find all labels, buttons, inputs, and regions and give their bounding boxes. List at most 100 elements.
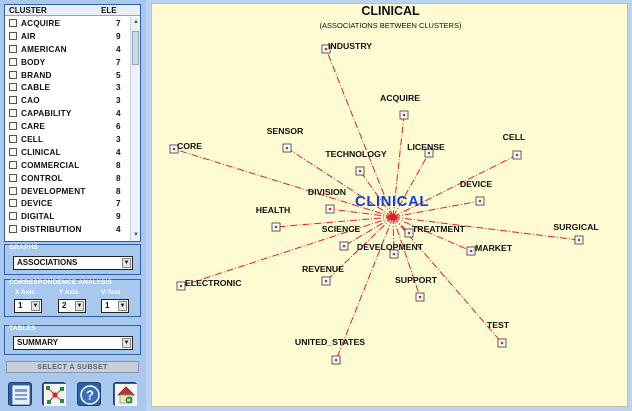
cluster-checkbox[interactable] [9,122,17,131]
node-label[interactable]: INDUSTRY [328,41,372,51]
node-label[interactable]: TREATMENT [412,224,466,234]
node-label[interactable]: REVENUE [302,264,344,274]
chevron-down-icon[interactable]: ▼ [31,301,40,311]
node-label[interactable]: SENSOR [267,126,304,136]
cluster-list-scrollbar[interactable]: ▲ ▼ [130,17,140,241]
cluster-checkbox[interactable] [9,199,17,208]
chevron-down-icon[interactable]: ▼ [75,301,84,311]
v-test-select[interactable]: 1 ▼ [101,299,129,313]
node-point [274,225,278,229]
association-graph: INDUSTRY ACQUIRE SENSOR LICENSE TECHNOLOGY CE… [169,41,599,365]
x-axis-select[interactable]: 1 ▼ [14,299,42,313]
graph-title: CLINICAL [361,4,420,18]
cluster-checkbox[interactable] [9,225,17,234]
node-label[interactable]: HEALTH [256,205,291,215]
node-label[interactable]: TEST [487,320,510,330]
cluster-checkbox[interactable] [9,70,17,79]
graphs-selected-value: ASSOCIATIONS [17,258,78,267]
cluster-checkbox[interactable] [9,57,17,66]
cluster-name: AIR [21,31,36,41]
node-label[interactable]: UNITED_STATES [295,337,365,347]
chevron-down-icon[interactable]: ▼ [122,338,131,348]
tables-group-title: TABLES [9,325,36,332]
scroll-up-arrow-icon[interactable]: ▲ [133,19,139,25]
svg-text:?: ? [86,388,94,403]
y-axis-select[interactable]: 2 ▼ [58,299,86,313]
cluster-name: CLINICAL [21,147,61,157]
save-document-button[interactable] [8,382,32,406]
cluster-checkbox[interactable] [9,83,17,92]
help-button[interactable]: ? [77,382,101,406]
graphs-select[interactable]: ASSOCIATIONS ▼ [13,256,133,270]
tables-select[interactable]: SUMMARY ▼ [13,336,133,350]
association-edge [392,152,430,218]
graph-panel: CLINICAL (ASSOCIATIONS BETWEEN CLUSTERS)… [151,3,628,407]
y-axis-label: Y Axis [59,289,79,296]
select-subset-button[interactable]: SELECT A SUBSET [6,361,139,373]
node-point [418,295,422,299]
cluster-element-count: 4 [116,44,121,54]
cluster-element-count: 4 [116,225,121,235]
node-label[interactable]: LICENSE [407,142,445,152]
cluster-checkbox[interactable] [9,147,17,156]
node-label[interactable]: SUPPORT [395,275,438,285]
chevron-down-icon[interactable]: ▼ [122,258,131,268]
cluster-checkbox[interactable] [9,186,17,195]
association-edge [392,216,421,298]
node-label[interactable]: ACQUIRE [380,93,420,103]
cluster-checkbox[interactable] [9,135,17,144]
node-label[interactable]: DEVICE [460,179,493,189]
node-label[interactable]: SURGICAL [553,222,599,232]
association-edge [325,48,394,218]
cluster-checkbox[interactable] [9,44,17,53]
cluster-checkbox[interactable] [9,212,17,221]
cluster-name: CABLE [21,83,51,93]
node-label[interactable]: DEVELOPMENT [357,242,424,252]
cluster-checkbox[interactable] [9,19,17,27]
node-label[interactable]: TECHNOLOGY [325,149,387,159]
correspondence-group-title: CORRESPONDENCE ANALYSIS [9,279,113,286]
home-icon [115,384,137,406]
chevron-down-icon[interactable]: ▼ [118,301,127,311]
cluster-checkbox[interactable] [9,173,17,182]
network-graph-button[interactable] [42,382,66,406]
association-edge [392,154,518,218]
cluster-checkbox[interactable] [9,160,17,169]
cluster-checkbox[interactable] [9,109,17,118]
node-label[interactable]: SCIENCE [322,224,361,234]
scroll-down-arrow-icon[interactable]: ▼ [133,232,139,238]
cluster-element-count: 5 [116,70,121,80]
node-label[interactable]: ELECTRONIC [185,278,242,288]
cluster-name: CONTROL [21,173,63,183]
cluster-checkbox[interactable] [9,31,17,40]
home-button[interactable] [113,382,137,406]
cluster-element-count: 4 [116,109,121,119]
node-point [334,358,338,362]
scroll-thumb[interactable] [132,31,139,65]
cluster-element-count: 8 [116,160,121,170]
node-label[interactable]: MARKET [475,243,513,253]
x-axis-label: X Axis [15,289,35,296]
graphs-group: GRAPHS ASSOCIATIONS ▼ [4,244,141,275]
node-label[interactable]: CELL [503,132,526,142]
node-label[interactable]: DIVISION [308,187,346,197]
node-label[interactable]: CORE [177,141,202,151]
cluster-checkbox[interactable] [9,96,17,105]
